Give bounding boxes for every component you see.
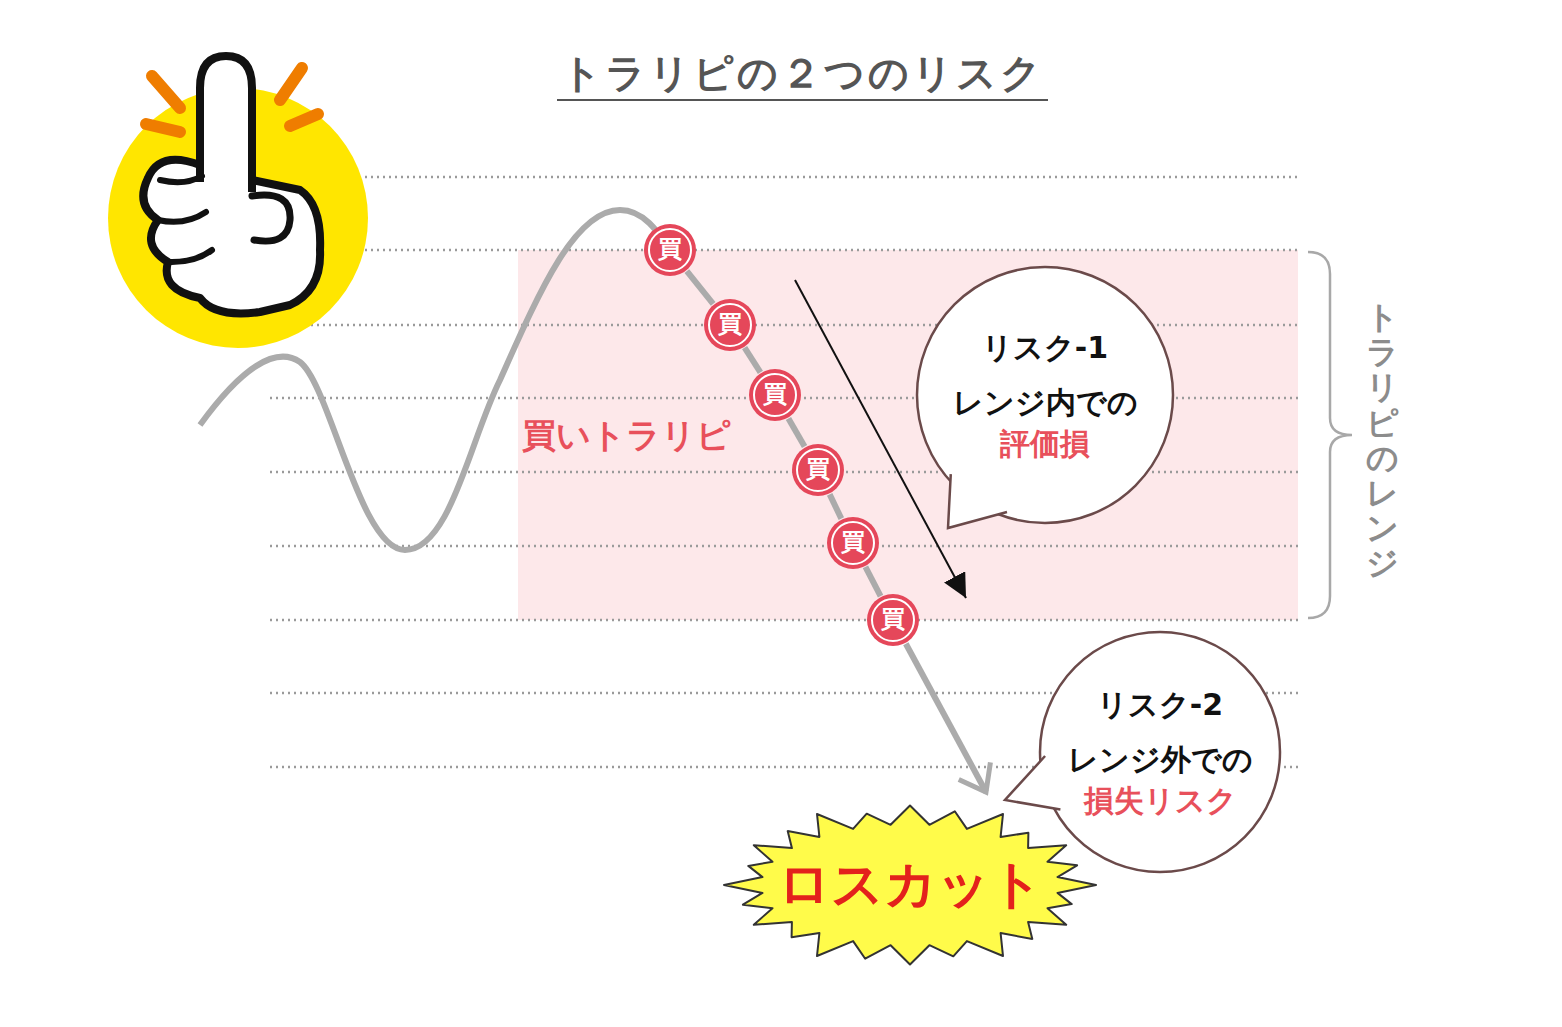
buy-order-marker-text: 買 xyxy=(881,604,905,635)
coin-fill xyxy=(792,444,844,496)
hand-thumb xyxy=(252,195,290,241)
price-path-segment xyxy=(865,567,880,596)
coin-ring xyxy=(649,229,691,271)
callout-text: 評価損 xyxy=(1000,424,1090,463)
pointing-hand-icon xyxy=(108,56,368,348)
buy-order-marker: 買 xyxy=(791,443,845,497)
bubble-tail xyxy=(1005,756,1060,809)
bubble-tail xyxy=(948,474,1007,528)
burst-outline xyxy=(724,806,1096,965)
price-path-segment xyxy=(788,418,804,446)
coin-fill xyxy=(704,299,756,351)
coin-fill xyxy=(867,594,919,646)
hand-crease xyxy=(168,250,212,262)
coin-ring xyxy=(754,374,796,416)
range-label-box: トラリピのレンジ xyxy=(1366,300,1398,582)
grid-line xyxy=(305,249,1298,252)
grid-line xyxy=(270,619,1298,622)
callout-heading: リスク-2 xyxy=(1097,685,1223,724)
coin-ring xyxy=(797,449,839,491)
bubble-circle xyxy=(1040,632,1280,872)
buy-order-marker: 買 xyxy=(703,298,757,352)
risk-callout: リスク-2 レンジ外での損失リスク xyxy=(1038,630,1282,874)
range-label: トラリピのレンジ xyxy=(1366,300,1398,582)
title-box: トラリピの２つのリスク xyxy=(502,46,1102,101)
callout-text: レンジ内での xyxy=(953,383,1138,422)
buy-order-marker: 買 xyxy=(866,593,920,647)
range-band-fill xyxy=(518,250,1298,620)
buy-order-marker-text: 買 xyxy=(763,379,787,410)
coin-ring xyxy=(709,304,751,346)
buy-order-marker: 買 xyxy=(748,368,802,422)
buy-order-marker-text: 買 xyxy=(806,454,830,485)
coin-fill xyxy=(827,517,879,569)
range-bracket xyxy=(1308,252,1352,618)
range-band-text: 買いトラリピ xyxy=(522,413,731,457)
diagram-title: トラリピの２つのリスク xyxy=(561,46,1044,101)
coin-ring xyxy=(832,522,874,564)
hand-finger xyxy=(200,56,252,192)
price-path-segment xyxy=(745,348,761,373)
coin-fill xyxy=(749,369,801,421)
range-band: 買いトラリピ xyxy=(518,250,1298,620)
buy-order-marker-text: 買 xyxy=(841,527,865,558)
callout-text: 損失リスク xyxy=(1084,781,1237,820)
losscut-burst-text: ロスカット xyxy=(778,851,1043,919)
icon-ray xyxy=(290,114,318,126)
icon-ray xyxy=(280,68,302,100)
coin-fill xyxy=(644,224,696,276)
price-path-arrow xyxy=(906,644,986,792)
buy-order-marker-text: 買 xyxy=(718,309,742,340)
losscut-burst: ロスカット xyxy=(720,800,1100,970)
icon-ray xyxy=(146,124,180,132)
title-underline xyxy=(557,99,1048,101)
hand-crease xyxy=(160,176,202,182)
buy-order-marker: 買 xyxy=(826,516,880,570)
hand-crease xyxy=(158,212,206,222)
grid-line xyxy=(365,176,1298,179)
price-path-segment xyxy=(687,271,713,304)
callout-heading: リスク-1 xyxy=(982,328,1108,367)
price-path-segment xyxy=(830,494,842,518)
icon-ray xyxy=(152,76,180,108)
callout-text: レンジ外での xyxy=(1068,740,1253,779)
coin-ring xyxy=(872,599,914,641)
buy-order-marker-text: 買 xyxy=(658,234,682,265)
risk-callout: リスク-1 レンジ内での評価損 xyxy=(915,265,1175,525)
buy-order-marker: 買 xyxy=(643,223,697,277)
